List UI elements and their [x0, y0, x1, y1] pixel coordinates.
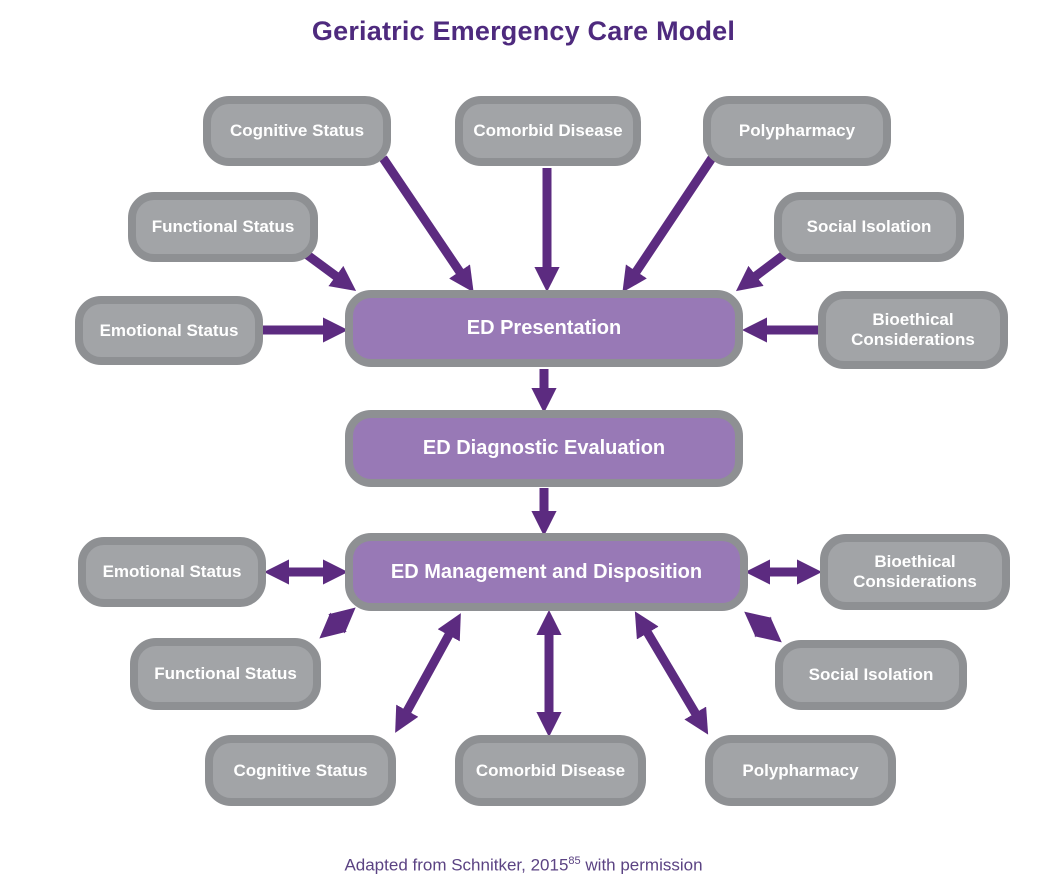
arrow-management-functional-bidirectional — [319, 607, 356, 639]
node-functional-status-bottom: Functional Status — [130, 638, 321, 710]
node-label: Bioethical Considerations — [853, 552, 977, 591]
node-label: Social Isolation — [808, 665, 934, 685]
node-polypharmacy-top: Polypharmacy — [703, 96, 891, 166]
diagram-title: Geriatric Emergency Care Model — [311, 16, 736, 46]
node-ed-presentation: ED Presentation — [345, 290, 743, 367]
node-label: ED Presentation — [466, 317, 622, 339]
arrow-management-polypharmacy-bidirectional — [634, 611, 709, 735]
node-comorbid-disease-top: Comorbid Disease — [455, 96, 641, 166]
node-label: Polypharmacy — [738, 121, 856, 141]
node-social-isolation-top: Social Isolation — [774, 192, 964, 262]
arrow-cognitive-to-presentation — [379, 155, 474, 293]
node-comorbid-disease-bottom: Comorbid Disease — [455, 735, 646, 806]
node-social-isolation-bottom: Social Isolation — [775, 640, 967, 710]
node-label: Emotional Status — [99, 320, 239, 340]
node-bioethical-considerations-bottom: Bioethical Considerations — [820, 534, 1010, 610]
node-emotional-status-top: Emotional Status — [75, 296, 263, 365]
node-functional-status-top: Functional Status — [128, 192, 318, 262]
source-caption: Adapted from Schnitker, 201585 with perm… — [0, 855, 1047, 876]
node-ed-management-and-disposition: ED Management and Disposition — [345, 533, 748, 611]
node-label: Comorbid Disease — [475, 760, 626, 780]
caption-prefix: Adapted from Schnitker, 2015 — [344, 855, 569, 875]
arrow-polypharmacy-to-presentation — [622, 155, 716, 293]
node-ed-diagnostic-evaluation: ED Diagnostic Evaluation — [345, 410, 743, 487]
node-label: Comorbid Disease — [473, 121, 623, 141]
node-label: Cognitive Status — [229, 121, 365, 141]
node-polypharmacy-bottom: Polypharmacy — [705, 735, 896, 806]
arrow-social-to-presentation — [735, 250, 788, 292]
node-label: Social Isolation — [806, 217, 932, 237]
arrow-functional-to-presentation — [303, 250, 357, 291]
node-cognitive-status-top: Cognitive Status — [203, 96, 391, 166]
caption-suffix: with permission — [580, 855, 703, 875]
caption-superscript: 85 — [568, 855, 581, 867]
node-bioethical-considerations-top: Bioethical Considerations — [818, 291, 1008, 369]
node-label: Functional Status — [154, 664, 297, 684]
arrow-management-cognitive-bidirectional — [395, 613, 461, 733]
arrow-management-social-bidirectional — [744, 611, 782, 643]
node-label: Bioethical Considerations — [851, 310, 975, 349]
node-label: Cognitive Status — [233, 760, 368, 780]
node-label: Polypharmacy — [742, 760, 859, 780]
node-label: ED Diagnostic Evaluation — [422, 437, 666, 459]
node-emotional-status-bottom: Emotional Status — [78, 537, 266, 607]
node-label: ED Management and Disposition — [390, 560, 703, 583]
node-label: Emotional Status — [102, 562, 242, 582]
node-cognitive-status-bottom: Cognitive Status — [205, 735, 396, 806]
node-label: Functional Status — [151, 217, 295, 237]
